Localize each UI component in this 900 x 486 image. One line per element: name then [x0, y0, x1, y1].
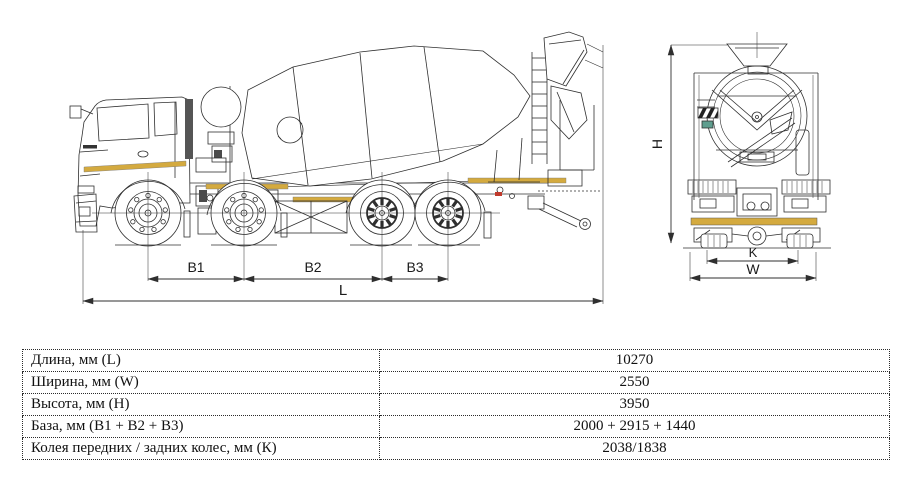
- fender-3: [345, 184, 417, 214]
- dim-label-w: W: [746, 261, 760, 277]
- spec-value: 2000 + 2915 + 1440: [379, 415, 890, 438]
- rear-ladder: [531, 52, 548, 164]
- spec-value: 2550: [379, 371, 890, 394]
- table-row-height: Высота, мм (H) 3950: [22, 393, 890, 416]
- mixer-drum: [241, 45, 531, 187]
- spec-label: Колея передних / задних колес, мм (К): [22, 437, 380, 460]
- dim-label-b1: B1: [187, 259, 204, 275]
- rear-dimensions: H K W: [649, 44, 817, 282]
- rear-frame-detail: [495, 169, 601, 230]
- cab-window-rear: [153, 101, 178, 137]
- spec-value: 2038/1838: [379, 437, 890, 460]
- air-intake-stack: [185, 99, 193, 159]
- mirror: [69, 105, 82, 119]
- cab-accent-stripe: [83, 160, 187, 173]
- spec-label: База, мм (B1 + B2 + B3): [22, 415, 380, 438]
- rear-drum: [706, 65, 808, 167]
- dim-label-b3: B3: [406, 259, 423, 275]
- kamaz-logo: [83, 145, 97, 149]
- fender-1: [110, 181, 186, 214]
- fender-2: [206, 183, 282, 216]
- dim-label-b2: B2: [304, 259, 321, 275]
- rear-gearbox: [736, 187, 778, 217]
- dim-label-h: H: [649, 139, 665, 149]
- toolbox: [274, 200, 348, 234]
- table-row-track: Колея передних / задних колес, мм (К) 20…: [22, 437, 890, 460]
- loading-hopper: [543, 31, 588, 87]
- table-row-wheelbase: База, мм (B1 + B2 + B3) 2000 + 2915 + 14…: [22, 415, 890, 438]
- technical-drawing: B1 B2 B3 L: [69, 31, 831, 305]
- dim-label-k: K: [749, 245, 758, 260]
- rear-view: H K W: [649, 32, 831, 282]
- warning-stripes: [697, 107, 719, 119]
- side-view: B1 B2 B3 L: [69, 31, 604, 305]
- discharge-chute: [550, 85, 595, 171]
- headlight: [77, 185, 95, 194]
- front-bumper: [73, 193, 98, 233]
- table-row-length: Длина, мм (L) 10270: [22, 349, 890, 372]
- rear-fenders: [687, 179, 831, 213]
- teal-mark: [701, 120, 714, 129]
- red-mark: [495, 192, 502, 196]
- rear-funnel: [726, 32, 788, 75]
- drum-manhole: [276, 116, 304, 144]
- cab-window-front: [96, 103, 150, 142]
- rear-yoke: [711, 89, 803, 168]
- fog-light: [78, 206, 91, 217]
- fender-4: [413, 181, 486, 212]
- rear-underbody: [693, 226, 821, 249]
- spec-value: 10270: [379, 349, 890, 372]
- dim-label-l: L: [339, 282, 347, 299]
- table-row-width: Ширина, мм (W) 2550: [22, 371, 890, 394]
- spec-label: Длина, мм (L): [22, 349, 380, 372]
- spec-label: Высота, мм (H): [22, 393, 380, 416]
- water-tank: [200, 86, 242, 190]
- spec-table: Длина, мм (L) 10270 Ширина, мм (W) 2550 …: [22, 349, 890, 460]
- spec-label: Ширина, мм (W): [22, 371, 380, 394]
- spec-value: 3950: [379, 393, 890, 416]
- side-dimensions: B1 B2 B3 L: [82, 45, 604, 305]
- door-badge: [137, 150, 149, 158]
- rear-bumper-stripe: [690, 217, 818, 226]
- chassis-stripe-3: [467, 177, 567, 184]
